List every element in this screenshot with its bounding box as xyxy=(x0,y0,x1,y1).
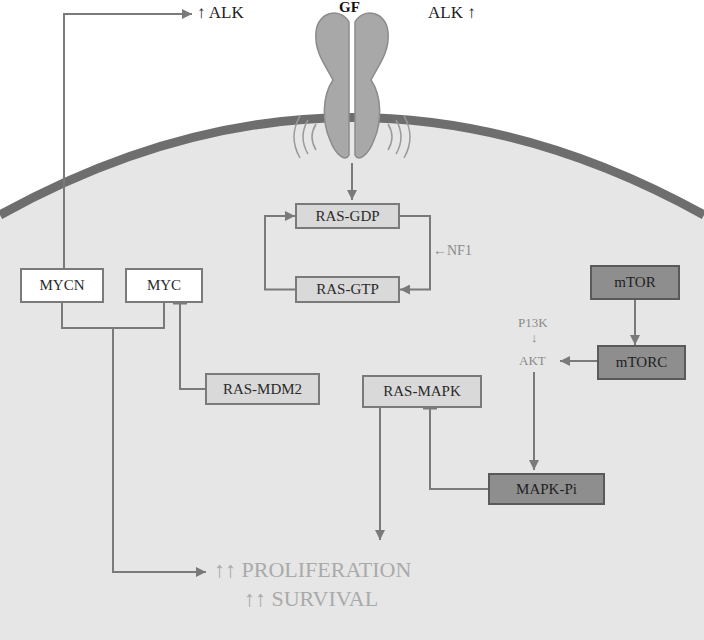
inhibitor-box: MAPK-Pi xyxy=(488,473,605,505)
regulator-label: ←NF1 xyxy=(433,244,472,258)
gene-label: ↑ ALK xyxy=(197,4,244,21)
merge-bracket xyxy=(62,303,164,328)
node-text: mTOR xyxy=(614,274,655,291)
kinase-label: P13K xyxy=(518,316,548,329)
node-text: MAPK-Pi xyxy=(516,481,577,498)
upregulation-arrow xyxy=(64,14,192,268)
state-box: RAS-GTP xyxy=(295,276,400,303)
inhibitor-box: mTORC xyxy=(597,345,686,380)
gene-box: MYCN xyxy=(20,268,104,303)
activation-arrow xyxy=(351,163,353,200)
activation-arrow xyxy=(560,360,597,362)
state-box: RAS-GDP xyxy=(295,203,400,229)
pathway-box: RAS-MDM2 xyxy=(205,373,320,405)
pathway-box: RAS-MAPK xyxy=(362,375,482,408)
cell-membrane xyxy=(0,118,704,216)
node-text: RAS-GDP xyxy=(315,208,379,225)
receptor xyxy=(316,13,388,158)
cell-body xyxy=(0,118,704,640)
outcome-arrow xyxy=(379,408,381,540)
node-text: RAS-MAPK xyxy=(383,383,461,400)
wave-arc xyxy=(294,116,300,158)
wave-arc xyxy=(312,124,316,150)
activation-connector xyxy=(634,300,636,345)
outcome-label: ↑↑ PROLIFERATION xyxy=(214,559,411,581)
inhibition-connector xyxy=(180,303,205,389)
receptor-lobe xyxy=(316,13,349,158)
gene-label: ALK ↑ xyxy=(428,4,476,21)
inhibitor-box: mTOR xyxy=(590,265,680,300)
activation-connector xyxy=(400,216,430,290)
wave-arc xyxy=(396,120,401,154)
receptor-lobe xyxy=(355,13,388,158)
flow-symbol: ↓ xyxy=(531,331,538,344)
node-text: MYCN xyxy=(39,277,84,294)
node-text: MYC xyxy=(147,277,181,294)
node-text: RAS-MDM2 xyxy=(223,381,302,398)
outcome-label: ↑↑ SURVIVAL xyxy=(244,588,378,610)
gene-box: MYC xyxy=(125,268,203,303)
activation-waves xyxy=(294,116,410,158)
wave-arc xyxy=(404,116,410,158)
kinase-label: AKT xyxy=(519,354,546,367)
node-text: mTORC xyxy=(616,354,667,371)
ligand-label: GF xyxy=(339,0,360,15)
node-text: RAS-GTP xyxy=(316,281,379,298)
activation-connector xyxy=(265,216,295,290)
wave-arc xyxy=(388,124,392,150)
outcome-arrow xyxy=(113,328,206,572)
wave-arc xyxy=(303,120,308,154)
inhibition-connector xyxy=(430,408,488,489)
activation-arrow xyxy=(533,372,535,470)
